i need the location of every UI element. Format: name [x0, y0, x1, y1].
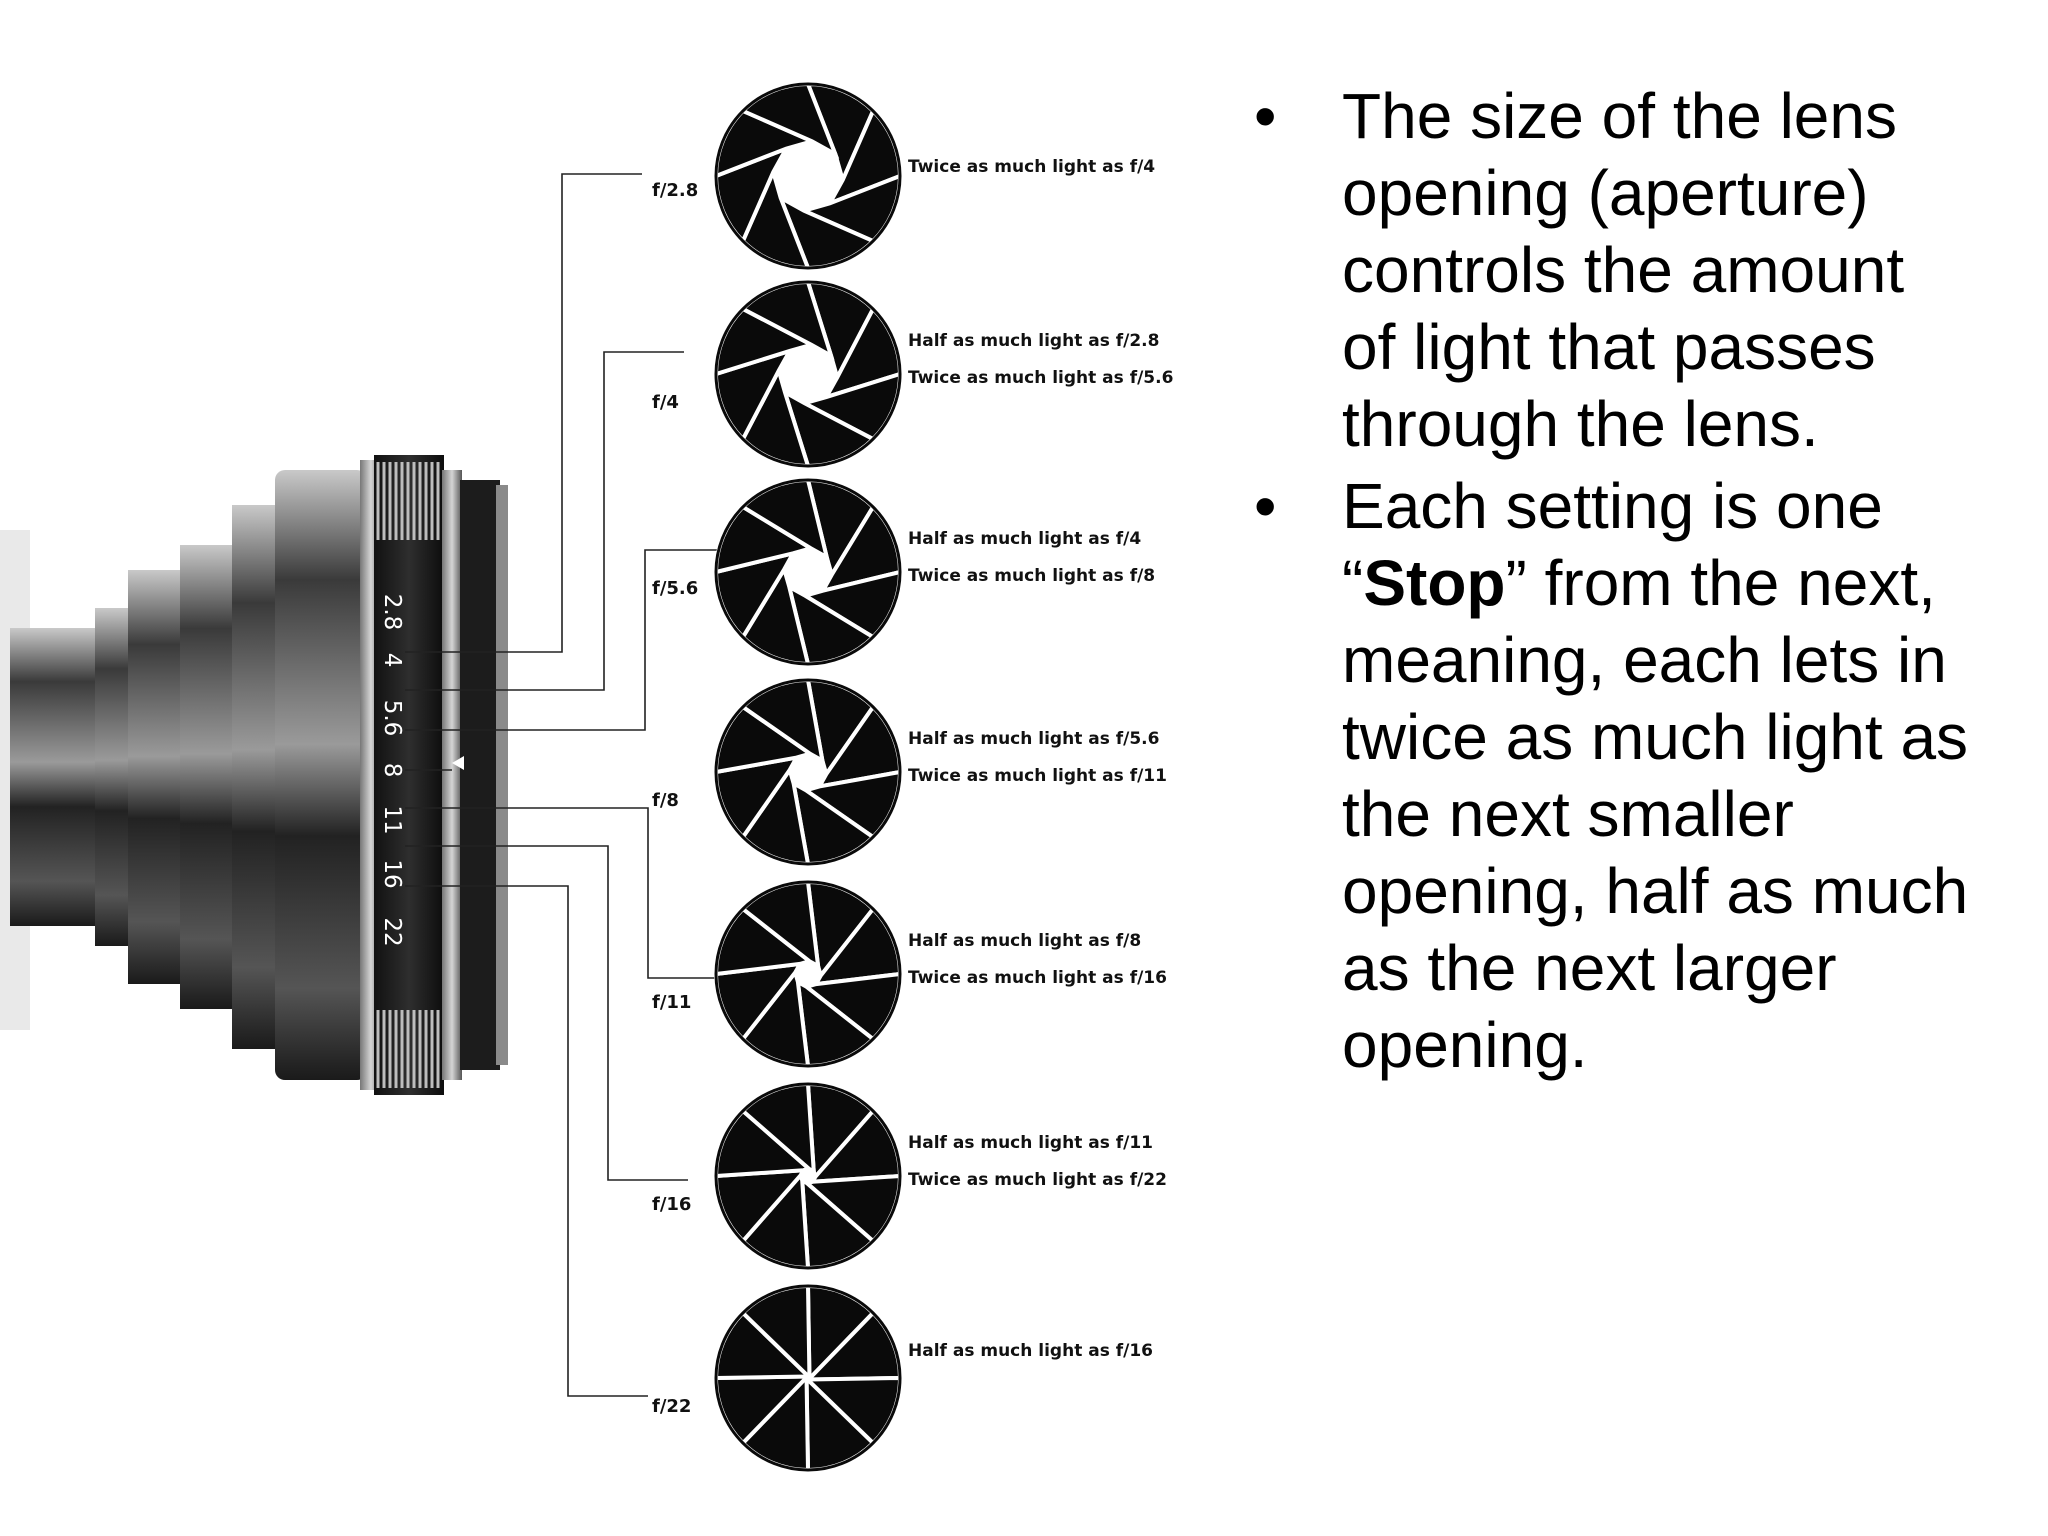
bullet-dot: • — [1254, 470, 1277, 542]
light-note-5-0: Half as much light as f/11 — [908, 1133, 1153, 1153]
f-number-label-4: f/11 — [652, 992, 691, 1013]
aperture-0: f/2.8 Twice as much light as f/4 — [652, 81, 1155, 271]
aperture-outline — [714, 1082, 902, 1270]
bullet-text-stop-before: Each setting is one “ — [1342, 470, 1883, 619]
light-note-0-0: Twice as much light as f/4 — [908, 157, 1155, 177]
f-number-label-3: f/8 — [652, 790, 679, 811]
bullet-text-aperture: The size of the lens opening (aperture) … — [1342, 80, 1905, 460]
f-number-label-6: f/22 — [652, 1396, 691, 1417]
connector-line-5 — [405, 845, 688, 1181]
aperture-outline — [714, 82, 902, 270]
f-number-label-1: f/4 — [652, 392, 679, 413]
aperture-outline — [714, 478, 902, 666]
bullet-list: • The size of the lens opening (aperture… — [1242, 78, 1972, 1089]
connector-line-6 — [405, 885, 648, 1397]
ring-number-2: 5.6 — [379, 700, 405, 737]
ring-number-3: 8 — [379, 763, 405, 778]
light-note-3-0: Half as much light as f/5.6 — [908, 729, 1159, 749]
bullet-item-stop: • Each setting is one “Stop” from the ne… — [1242, 468, 1972, 1084]
f-number-label-2: f/5.6 — [652, 578, 698, 599]
light-note-4-1: Twice as much light as f/16 — [908, 968, 1167, 988]
light-note-5-1: Twice as much light as f/22 — [908, 1170, 1167, 1190]
connector-line-1 — [405, 351, 684, 691]
light-note-6-0: Half as much light as f/16 — [908, 1341, 1153, 1361]
light-note-4-0: Half as much light as f/8 — [908, 931, 1141, 951]
aperture-6: f/22 Half as much light as f/16 — [652, 1283, 1153, 1473]
bullet-text-stop-bold: Stop — [1363, 547, 1506, 619]
ring-number-5: 16 — [379, 859, 405, 888]
f-number-label-0: f/2.8 — [652, 180, 698, 201]
bullet-dot: • — [1254, 80, 1277, 152]
aperture-outline — [714, 880, 902, 1068]
connector-line-2 — [405, 549, 725, 731]
aperture-outline — [714, 1284, 902, 1472]
ring-number-0: 2.8 — [379, 594, 405, 631]
bullet-text-stop-after: ” from the next, meaning, each lets in t… — [1342, 547, 1969, 1081]
f-number-label-5: f/16 — [652, 1194, 691, 1215]
connector-line-0 — [405, 173, 642, 653]
aperture-outline — [714, 280, 902, 468]
ring-number-4: 11 — [379, 805, 405, 834]
light-note-3-1: Twice as much light as f/11 — [908, 766, 1167, 786]
aperture-outline — [714, 678, 902, 866]
ring-number-6: 22 — [379, 917, 405, 946]
bullet-item-aperture: • The size of the lens opening (aperture… — [1242, 78, 1972, 463]
light-note-1-0: Half as much light as f/2.8 — [908, 331, 1159, 351]
ring-number-1: 4 — [379, 653, 405, 668]
light-note-2-0: Half as much light as f/4 — [908, 529, 1141, 549]
connector-line-4 — [405, 807, 728, 979]
camera-lens-illustration: 2.8 4 5.6 8 11 16 22 — [0, 455, 508, 1095]
light-note-2-1: Twice as much light as f/8 — [908, 566, 1155, 586]
light-note-1-1: Twice as much light as f/5.6 — [908, 368, 1173, 388]
